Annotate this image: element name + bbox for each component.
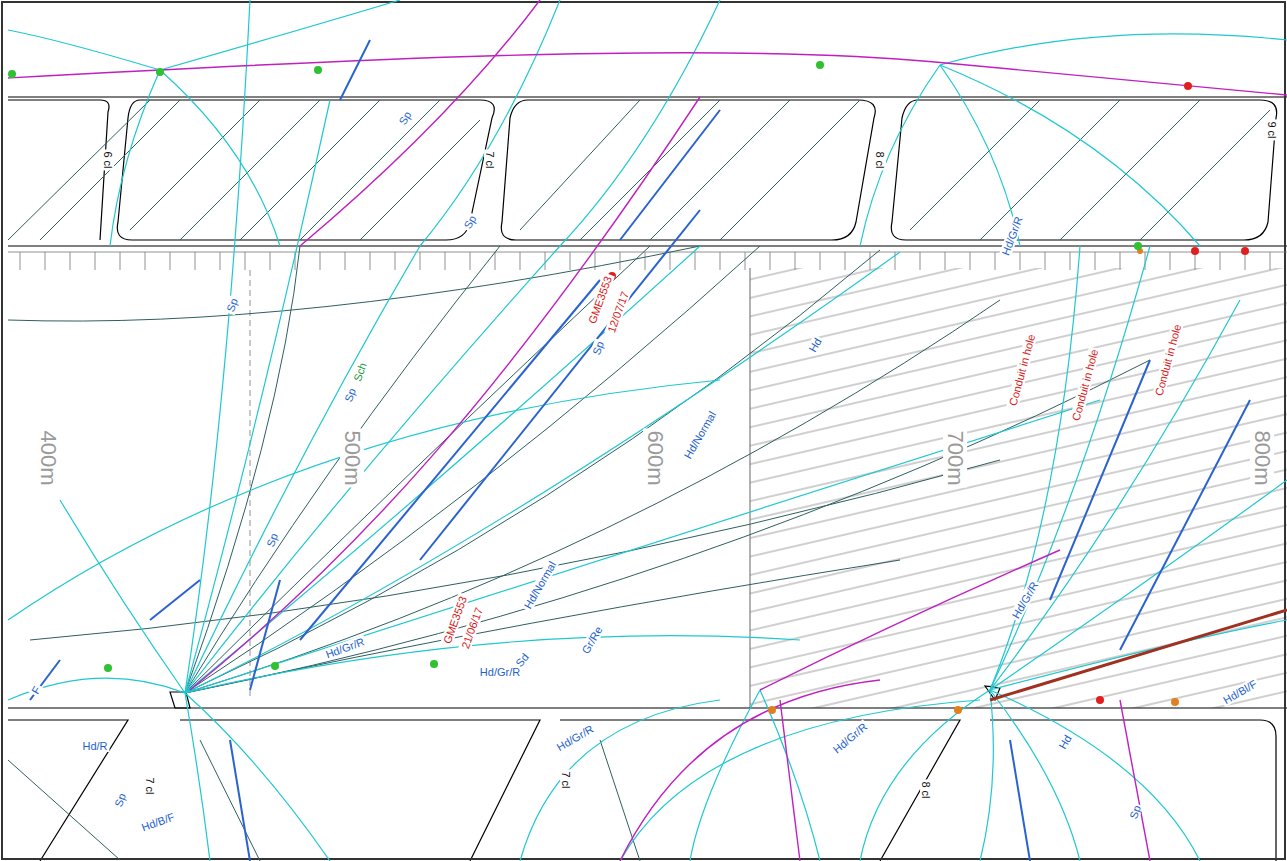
map-label: Hd/R: [80, 740, 109, 752]
map-label: 6 cl: [102, 149, 114, 170]
map-label: 700m: [943, 428, 967, 487]
map-label: 800m: [1250, 428, 1274, 487]
map-label: 9 cl: [1266, 119, 1278, 140]
map-label: 8 cl: [874, 149, 886, 170]
map-label: Hd/Gr/R: [478, 666, 522, 678]
map-label: 7 cl: [560, 769, 572, 790]
map-label: 7 cl: [144, 775, 156, 796]
map-label: 400m: [36, 428, 60, 487]
map-label: 7 cl: [484, 149, 496, 170]
map-label: 500m: [340, 428, 364, 487]
map-label: 8 cl: [920, 779, 932, 800]
map-label: 600m: [643, 428, 667, 487]
